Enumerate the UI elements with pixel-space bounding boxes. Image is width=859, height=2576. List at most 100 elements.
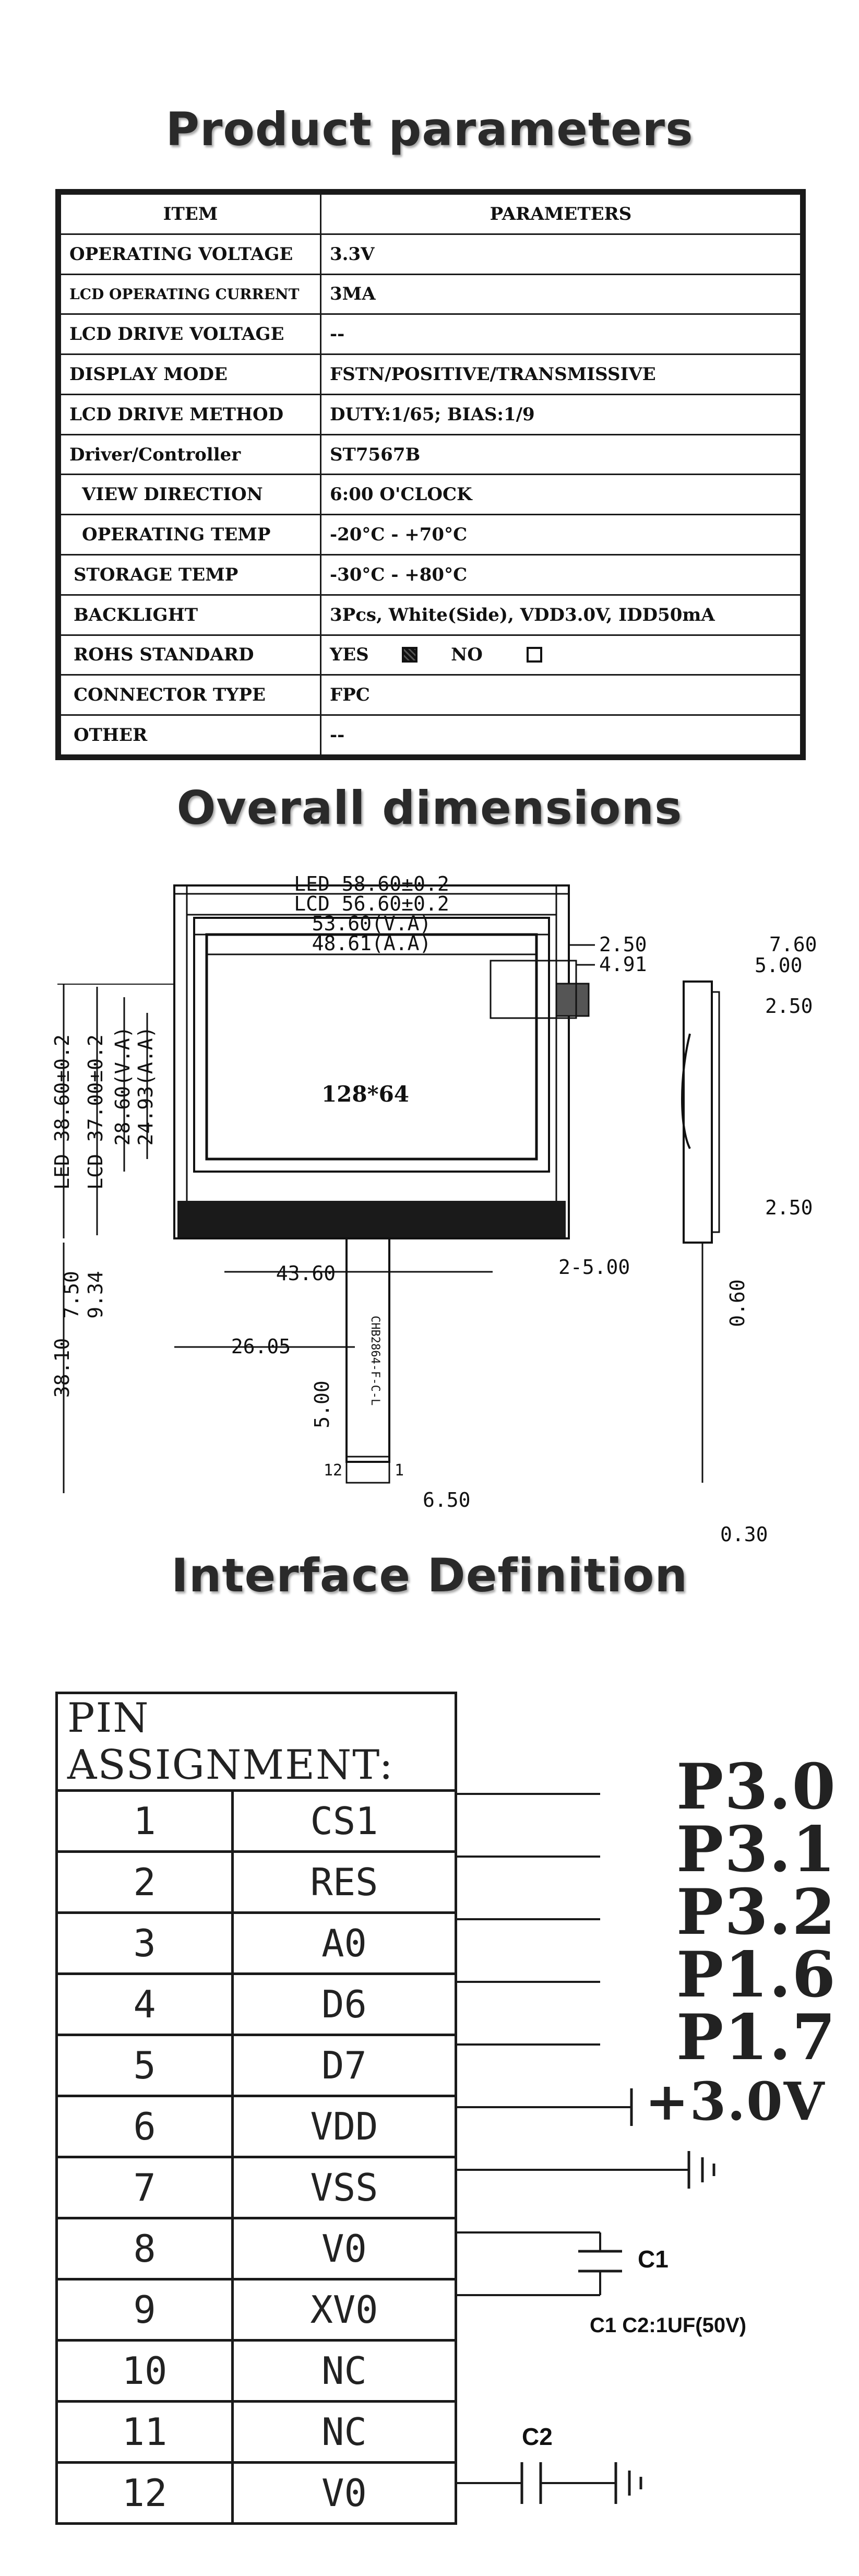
ic-mark: [555, 983, 590, 1017]
pin-number: 12: [55, 2461, 234, 2525]
pin-name: RES: [231, 1850, 457, 1914]
c1-label: C1: [638, 2246, 669, 2273]
pin-name: VSS: [231, 2156, 457, 2219]
pin-number: 3: [55, 1911, 234, 1975]
port-label-p32: P3.2: [676, 1875, 837, 1949]
rohs-value: YES NO: [320, 634, 802, 676]
params-row: STORAGE TEMP-30°C - +80°C: [59, 554, 802, 596]
param-value: FSTN/POSITIVE/TRANSMISSIVE: [320, 353, 802, 395]
param-value: FPC: [320, 674, 802, 716]
pin-name: NC: [231, 2339, 457, 2403]
col-params-header: PARAMETERS: [320, 193, 802, 235]
side-030-label: 0.30: [720, 1523, 768, 1546]
param-item: OPERATING VOLTAGE: [59, 233, 321, 275]
rohs-no-label: NO: [451, 644, 483, 666]
pin-name: VDD: [231, 2095, 457, 2158]
dimension-drawing: 128*64 LED 58.60±0.2 LCD 56.60±0.2 53.60…: [51, 872, 817, 1546]
rohs-no-checkbox: [526, 647, 542, 663]
param-value: 3Pcs, White(Side), VDD3.0V, IDD50mA: [320, 594, 802, 636]
param-item: OPERATING TEMP: [59, 514, 321, 556]
va-height-label: 28.60(V.A): [111, 1026, 134, 1146]
param-item: LCD OPERATING CURRENT: [59, 273, 321, 315]
param-item: DISPLAY MODE: [59, 353, 321, 395]
param-item: LCD DRIVE METHOD: [59, 393, 321, 435]
fpc-cable: [345, 1237, 390, 1463]
pin-number: 8: [55, 2217, 234, 2280]
iface-heading: Interface Definition: [171, 1549, 688, 1602]
va-outline: [193, 917, 550, 1173]
param-value: DUTY:1/65; BIAS:1/9: [320, 393, 802, 435]
aa-width-label: 48.61(A.A): [312, 932, 432, 955]
right-491-label: 4.91: [599, 953, 647, 976]
led-bar: [177, 1201, 566, 1237]
params-row: LCD DRIVE VOLTAGE--: [59, 313, 802, 356]
param-item: OTHER: [59, 714, 321, 756]
aa-outline: [205, 933, 538, 1161]
d-650-label: 6.50: [423, 1488, 471, 1511]
param-item: VIEW DIRECTION: [59, 474, 321, 516]
lcd-height-label: LCD 37.00±0.2: [84, 1034, 107, 1189]
params-row: OPERATING TEMP-20°C - +70°C: [59, 514, 802, 556]
port-label-p31: P3.1: [676, 1813, 837, 1886]
param-item: STORAGE TEMP: [59, 554, 321, 596]
param-item: ROHS STANDARD: [59, 634, 321, 676]
port-label-p30: P3.0: [676, 1750, 837, 1824]
pin-number: 9: [55, 2278, 234, 2342]
dims-heading: Overall dimensions: [176, 781, 683, 835]
rohs-yes-label: YES: [330, 644, 369, 666]
fpc-pin12-label: 12: [324, 1461, 342, 1480]
param-value: 3.3V: [320, 233, 802, 275]
pin-number: 5: [55, 2034, 234, 2097]
rohs-yes-checkbox: [402, 647, 418, 663]
param-item: LCD DRIVE VOLTAGE: [59, 313, 321, 356]
pin-number: 4: [55, 1972, 234, 2036]
c1-c2-note: C1 C2:1UF(50V): [590, 2314, 747, 2337]
fpc-contacts: [345, 1456, 390, 1484]
pin-name: V0: [231, 2461, 457, 2525]
port-label-p16: P1.6: [676, 1938, 837, 2012]
d-2605-label: 26.05: [231, 1335, 291, 1358]
pin-number: 10: [55, 2339, 234, 2403]
side-500-label: 5.00: [755, 954, 803, 977]
wiring-schematic: [457, 1793, 715, 2504]
d-934-label: 9.34: [84, 1271, 107, 1319]
c2-label: C2: [522, 2423, 553, 2450]
va-width-label: 53.60(V.A): [312, 912, 432, 935]
pin-name: D6: [231, 1972, 457, 2036]
col-item-header: ITEM: [59, 193, 321, 235]
side-760-label: 7.60: [769, 933, 817, 956]
param-item: Driver/Controller: [59, 433, 321, 476]
right-250-label: 2.50: [599, 933, 647, 956]
pin-name: D7: [231, 2034, 457, 2097]
pin-number: 2: [55, 1850, 234, 1914]
param-value: --: [320, 714, 802, 756]
pin-number: 7: [55, 2156, 234, 2219]
fpc-code-label: CHB2864-F-C-L: [368, 1316, 381, 1405]
pin-name: NC: [231, 2400, 457, 2464]
params-heading: Product parameters: [165, 102, 694, 156]
pin-assignment-title: PIN ASSIGNMENT:: [55, 1692, 457, 1792]
side-view: [683, 980, 713, 1244]
param-value: 6:00 O'CLOCK: [320, 474, 802, 516]
fpc-pin1-label: 1: [395, 1461, 404, 1480]
port-label-p17: P1.7: [676, 2001, 837, 2074]
pin-number: 6: [55, 2095, 234, 2158]
